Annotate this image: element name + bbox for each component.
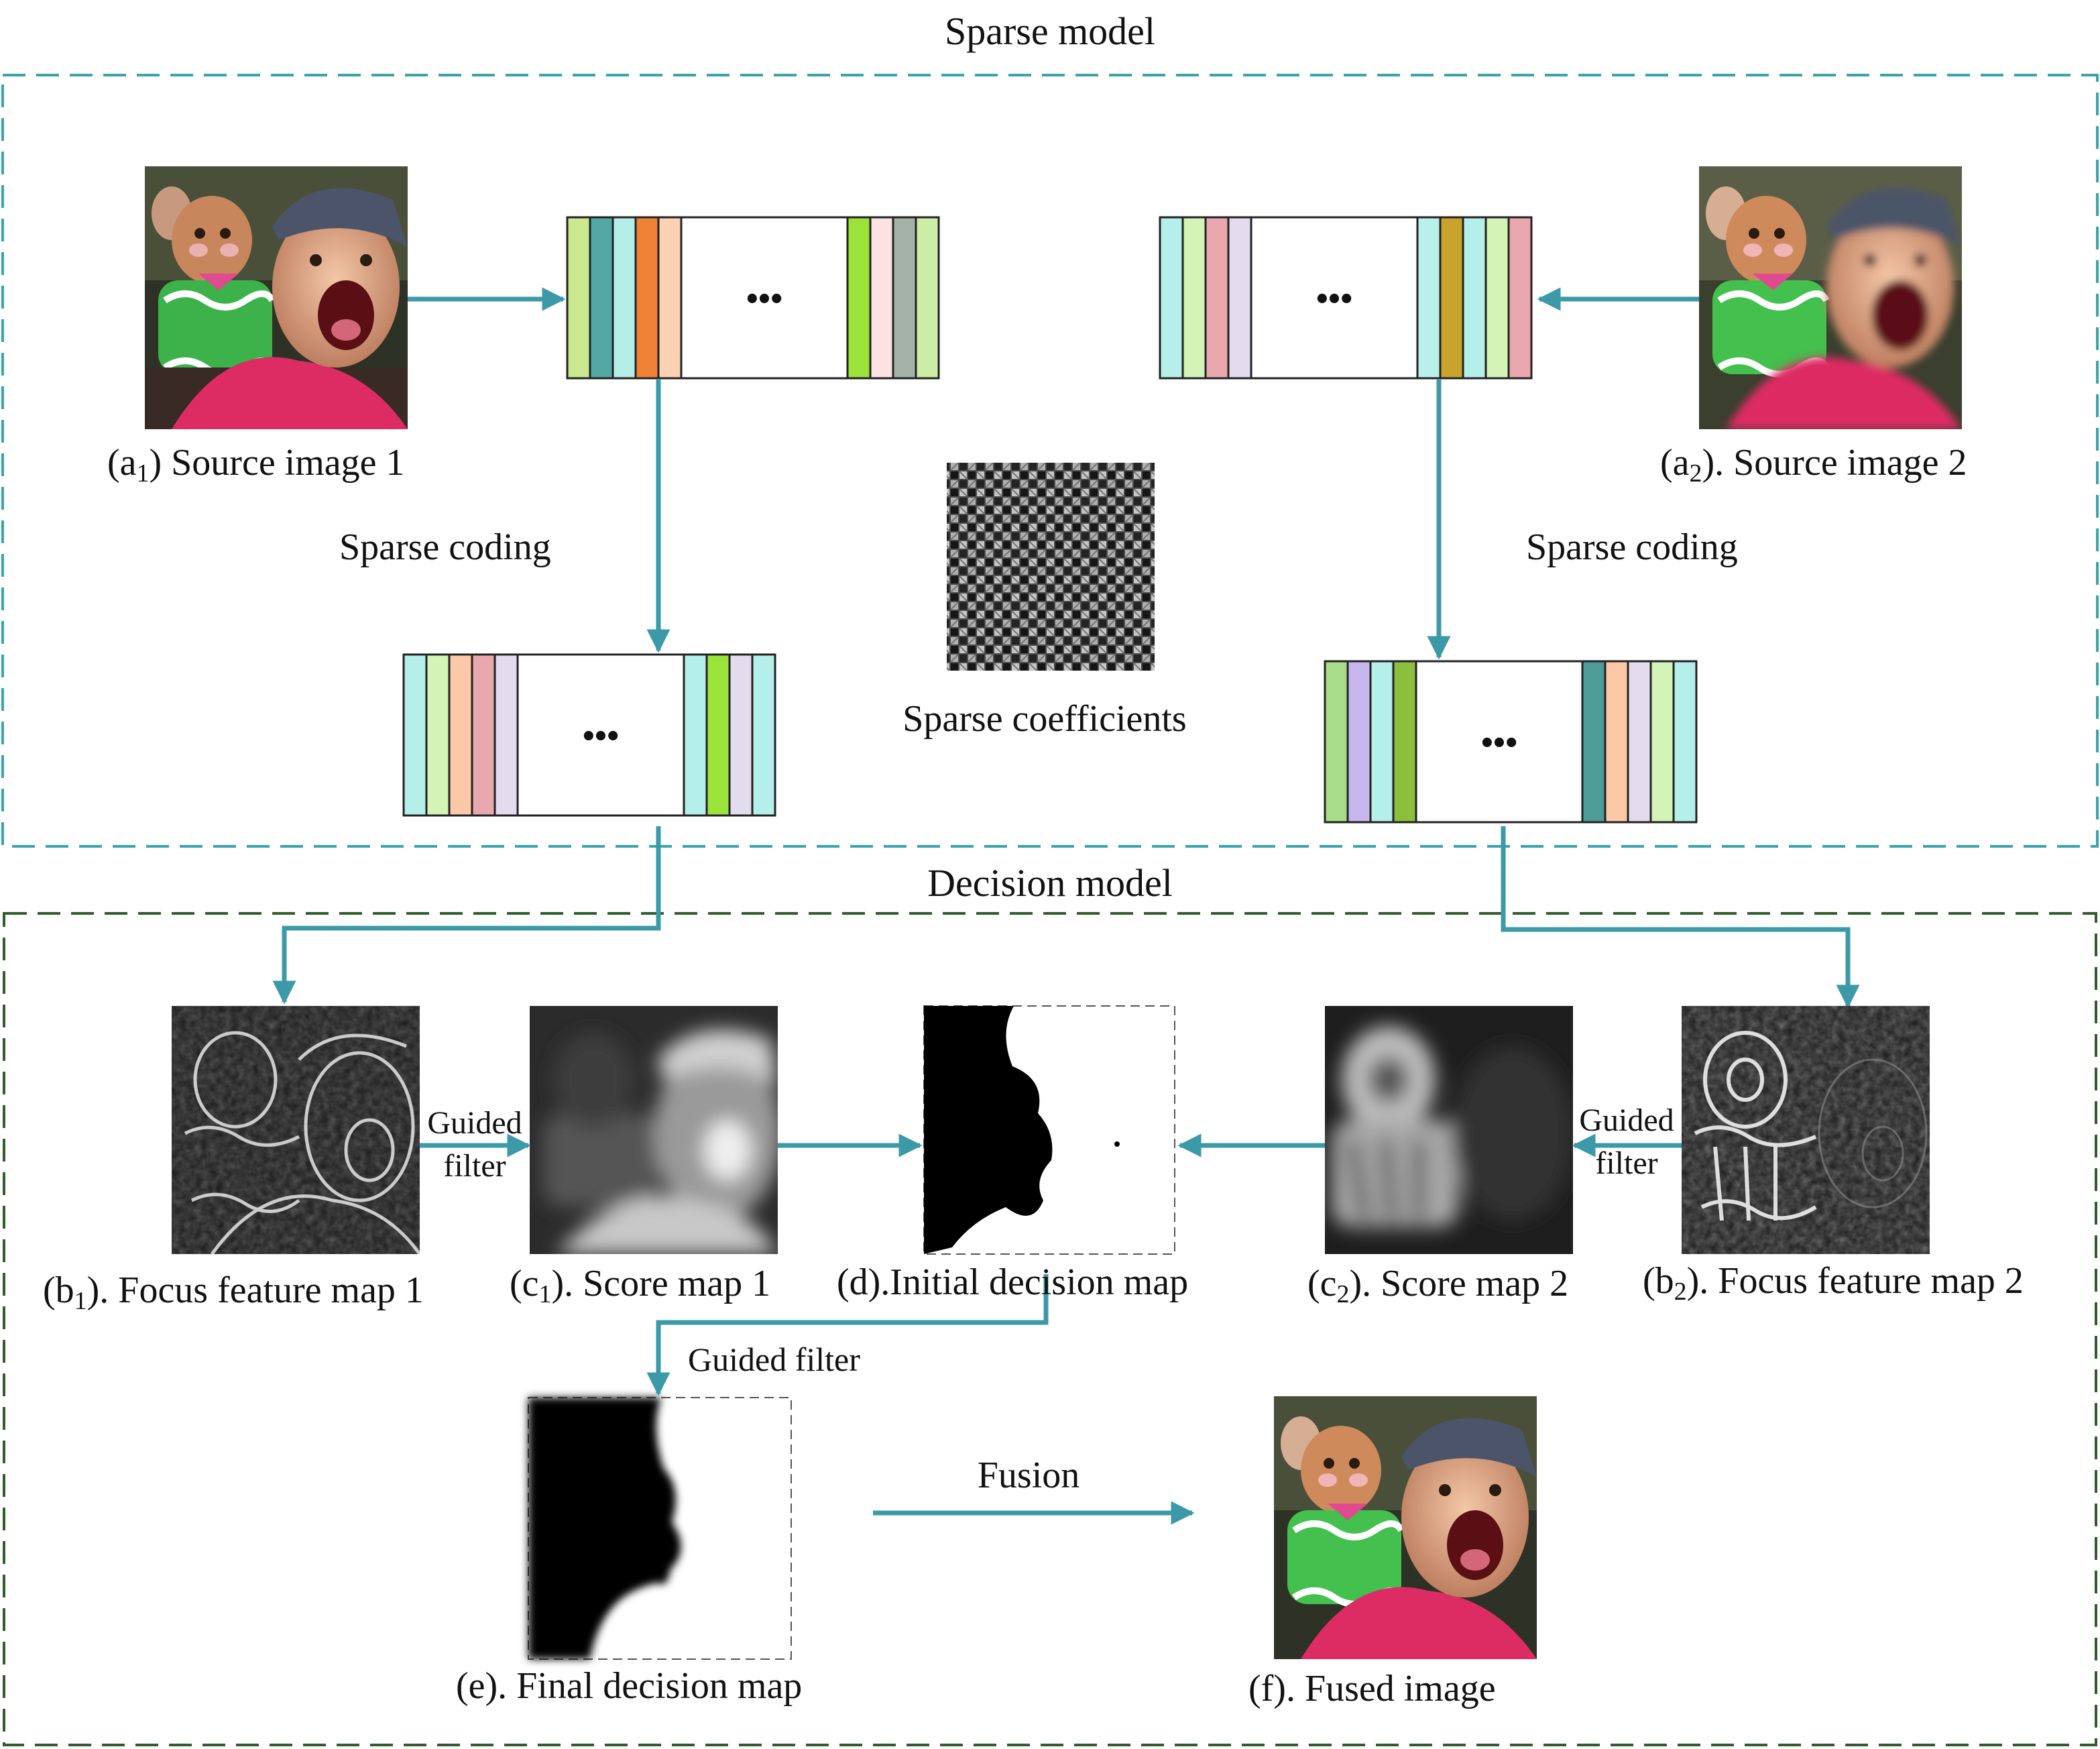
decision-model-frame — [3, 912, 2097, 1746]
guided-filter-label: Guided filter — [688, 1341, 860, 1378]
sparse-coding-label-right: Sparse coding — [1526, 526, 1738, 568]
vector-stripe — [1627, 660, 1652, 824]
guided-filter-label-right-2: filter — [1595, 1145, 1657, 1181]
focus-feature-map-2 — [1682, 1006, 1930, 1254]
ellipsis: ••• — [1316, 280, 1353, 318]
vector-stripe — [448, 653, 473, 817]
vector-gap — [516, 653, 685, 817]
source-image-2 — [1699, 166, 1962, 429]
vector-stripe — [1672, 660, 1698, 824]
vector-stripe — [1369, 660, 1395, 824]
sparse-model-title: Sparse model — [945, 9, 1155, 53]
vector-stripe — [1324, 660, 1349, 824]
sparse-vector-mid-right: ••• — [1324, 660, 1698, 824]
initial-decision-map — [923, 1005, 1175, 1255]
vector-stripe — [869, 216, 894, 380]
sparse-coding-label-left: Sparse coding — [339, 526, 551, 568]
vector-stripe — [1346, 660, 1372, 824]
sparse-model-frame — [1, 74, 2099, 848]
vector-stripe — [915, 216, 940, 380]
arrow-left-to-feature-map — [272, 826, 661, 1005]
vector-stripe — [683, 653, 708, 817]
vector-stripe — [1439, 216, 1464, 380]
vector-stripe — [1649, 660, 1675, 824]
patch-vectors-top-right: ••• — [1159, 216, 1533, 380]
initial-decision-map-label: (d).Initial decision map — [837, 1261, 1188, 1303]
vector-stripe — [846, 216, 872, 380]
vector-stripe — [1581, 660, 1607, 824]
sparse-vector-mid-left: ••• — [402, 653, 776, 817]
vector-stripe — [634, 216, 660, 380]
decision-model-title: Decision model — [927, 861, 1173, 905]
vector-stripe — [425, 653, 451, 817]
source-image-1-label: (a1) Source image 1 — [107, 442, 405, 488]
vector-stripe — [493, 653, 519, 817]
vector-stripe — [751, 653, 776, 817]
score-map-2-label: (c2). Score map 2 — [1307, 1263, 1568, 1308]
vector-stripe — [657, 216, 683, 380]
final-decision-map — [528, 1397, 792, 1660]
vector-stripe — [728, 653, 754, 817]
guided-filter-label-left-2: filter — [443, 1148, 506, 1184]
focus-feature-map-1 — [172, 1006, 420, 1254]
vector-stripe — [1484, 216, 1510, 380]
vector-stripe — [1604, 660, 1629, 824]
vector-stripe — [471, 653, 496, 817]
score-map-2 — [1325, 1006, 1573, 1254]
ellipsis: ••• — [583, 717, 620, 755]
fused-image — [1274, 1396, 1537, 1659]
arrow-d-to-e — [646, 1274, 1049, 1396]
vector-stripe — [566, 216, 591, 380]
vector-stripe — [1159, 216, 1184, 380]
source-image-1 — [145, 166, 408, 429]
sparse-coefficients-label: Sparse coefficients — [902, 698, 1186, 740]
fusion-label: Fusion — [978, 1455, 1080, 1496]
vector-gap — [1250, 216, 1419, 380]
sparse-dictionary-image — [947, 463, 1155, 671]
arrow-right-to-feature-map — [1501, 826, 1860, 1009]
guided-filter-label-left-1: Guided — [427, 1105, 522, 1141]
guided-filter-label-right-1: Guided — [1579, 1103, 1674, 1138]
vector-stripe — [611, 216, 637, 380]
vector-stripe — [892, 216, 917, 380]
vector-stripe — [1507, 216, 1533, 380]
vector-stripe — [402, 653, 428, 817]
vector-stripe — [1462, 216, 1487, 380]
focus-feature-map-2-label: (b2). Focus feature map 2 — [1643, 1260, 2024, 1306]
vector-stripe — [1416, 216, 1442, 380]
vector-stripe — [1204, 216, 1230, 380]
ellipsis: ••• — [746, 280, 783, 318]
vector-stripe — [705, 653, 731, 817]
patch-vectors-top-left: ••• — [566, 216, 940, 380]
vector-stripe — [589, 216, 614, 380]
fused-image-label: (f). Fused image — [1248, 1668, 1496, 1709]
vector-stripe — [1392, 660, 1417, 824]
vector-stripe — [1227, 216, 1252, 380]
ellipsis: ••• — [1481, 724, 1518, 762]
vector-gap — [680, 216, 849, 380]
vector-stripe — [1181, 216, 1207, 380]
source-image-2-label: (a2). Source image 2 — [1660, 442, 1967, 488]
focus-feature-map-1-label: (b1). Focus feature map 1 — [43, 1270, 424, 1315]
final-decision-map-label: (e). Final decision map — [456, 1665, 802, 1707]
score-map-1-label: (c1). Score map 1 — [510, 1263, 770, 1308]
score-map-1 — [530, 1006, 778, 1254]
